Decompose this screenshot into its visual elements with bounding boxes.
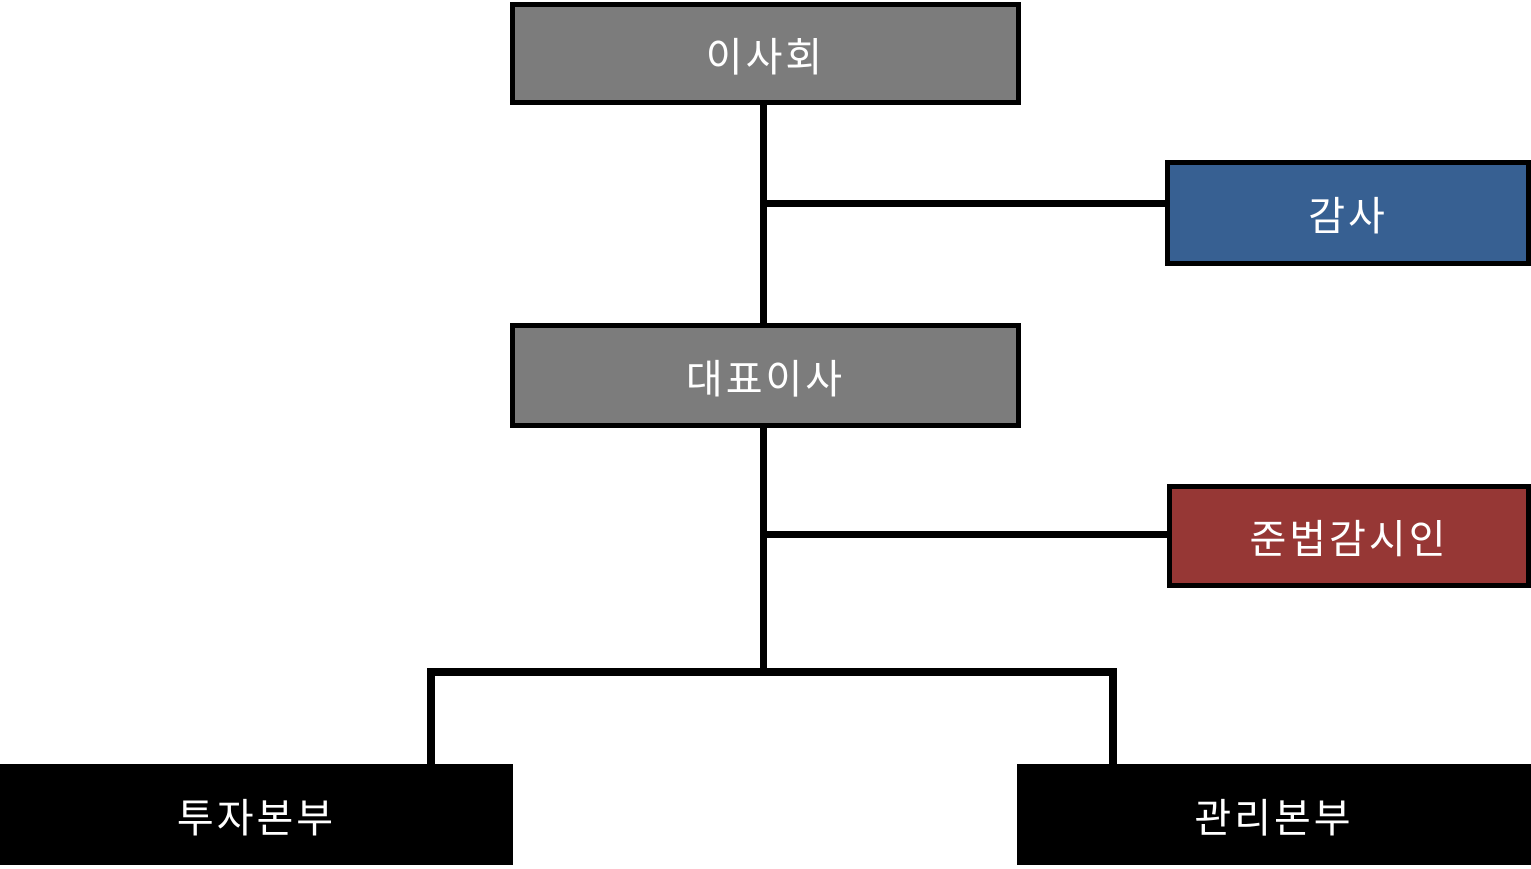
org-node-compliance-label: 준법감시인 [1249,518,1449,562]
org-node-auditor-label: 감사 [1308,195,1388,239]
org-node-ceo-label: 대표이사 [685,357,846,402]
org-node-board: 이사회 [510,2,1021,105]
org-node-ceo: 대표이사 [510,323,1021,428]
connector-branch-to-compliance [763,531,1167,538]
org-node-management-division: 관리본부 [1017,764,1531,865]
org-node-investment-division-label: 투자본부 [176,796,337,841]
org-node-board-label: 이사회 [705,35,826,80]
connector-branch-to-auditor [763,200,1165,207]
connector-drop-to-management [1109,668,1117,765]
org-node-auditor: 감사 [1165,160,1531,266]
connector-division-bar [427,668,1117,676]
connector-drop-to-investment [427,668,435,765]
org-node-compliance: 준법감시인 [1167,484,1531,588]
connector-board-to-ceo [760,103,767,325]
connector-ceo-to-divisions [760,426,767,672]
org-node-management-division-label: 관리본부 [1194,796,1354,841]
org-node-investment-division: 투자본부 [0,764,513,865]
